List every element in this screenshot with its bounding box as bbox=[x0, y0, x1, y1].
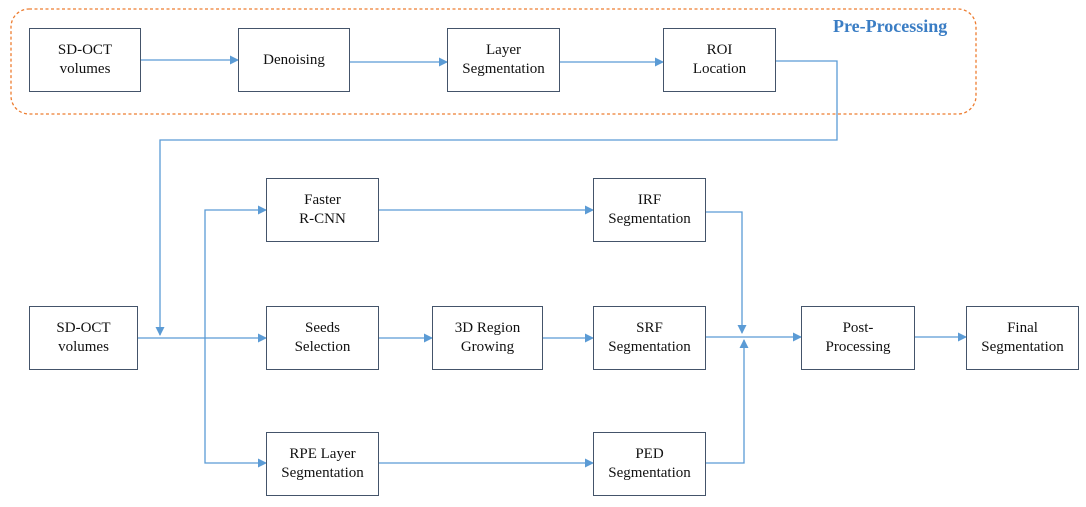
box-line: Segmentation bbox=[981, 339, 1064, 355]
box-denoising: Denoising bbox=[238, 28, 350, 92]
box-line: Seeds bbox=[305, 320, 340, 336]
box-line: Segmentation bbox=[608, 465, 691, 481]
box-seeds-selection: Seeds Selection bbox=[266, 306, 379, 370]
box-post-processing: Post- Processing bbox=[801, 306, 915, 370]
box-line: Post- bbox=[842, 320, 874, 336]
box-line: volumes bbox=[58, 339, 109, 355]
box-irf-segmentation: IRF Segmentation bbox=[593, 178, 706, 242]
box-line: IRF bbox=[637, 192, 662, 208]
box-sdoct-volumes-input: SD-OCT volumes bbox=[29, 28, 141, 92]
arrow-irf-to-merge bbox=[706, 211, 747, 334]
box-line: Segmentation bbox=[608, 211, 691, 227]
box-line: SD-OCT bbox=[57, 42, 113, 58]
box-line: Faster bbox=[304, 192, 341, 208]
box-line: Denoising bbox=[263, 51, 325, 68]
box-line: ROI bbox=[706, 42, 733, 58]
arrow-to-faster-rcnn bbox=[204, 205, 267, 338]
box-sdoct-volumes-pipeline: SD-OCT volumes bbox=[29, 306, 138, 370]
box-final-segmentation: Final Segmentation bbox=[966, 306, 1079, 370]
box-line: Layer bbox=[486, 42, 521, 58]
box-line: Processing bbox=[825, 339, 891, 355]
box-line: Location bbox=[692, 61, 747, 77]
box-line: Segmentation bbox=[608, 339, 691, 355]
box-line: volumes bbox=[59, 61, 111, 77]
arrow-roi-to-pipeline-sdoct bbox=[155, 60, 838, 336]
box-line: RPE Layer bbox=[289, 446, 356, 462]
box-ped-segmentation: PED Segmentation bbox=[593, 432, 706, 496]
box-line: Segmentation bbox=[462, 61, 545, 77]
box-line: R-CNN bbox=[299, 211, 346, 227]
box-rpe-layer-segmentation: RPE Layer Segmentation bbox=[266, 432, 379, 496]
box-line: Final bbox=[1007, 320, 1038, 336]
box-3d-region-growing: 3D Region Growing bbox=[432, 306, 543, 370]
box-line: SRF bbox=[636, 320, 663, 336]
box-line: Segmentation bbox=[281, 465, 364, 481]
box-line: 3D Region bbox=[454, 320, 521, 336]
arrow-ped-to-merge bbox=[706, 339, 749, 464]
preprocessing-group-frame bbox=[10, 8, 977, 115]
box-line: PED bbox=[635, 446, 664, 462]
preprocessing-label: Pre-Processing bbox=[833, 16, 948, 36]
arrow-to-rpe-layer bbox=[204, 338, 267, 468]
box-faster-rcnn: Faster R-CNN bbox=[266, 178, 379, 242]
box-line: SD-OCT bbox=[56, 320, 111, 336]
box-srf-segmentation: SRF Segmentation bbox=[593, 306, 706, 370]
box-line: Selection bbox=[294, 339, 351, 355]
box-layer-segmentation: Layer Segmentation bbox=[447, 28, 560, 92]
box-roi-location: ROI Location bbox=[663, 28, 776, 92]
box-line: Growing bbox=[460, 339, 515, 355]
